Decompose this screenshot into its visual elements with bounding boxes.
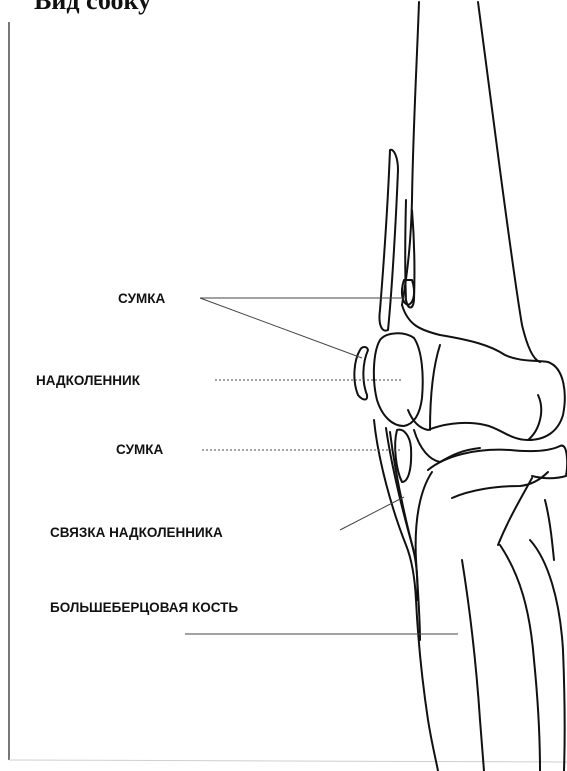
- tibia-inner-line-1: [462, 560, 484, 771]
- prepatellar-bursa-shape: [354, 347, 368, 400]
- fibula-outline: [530, 540, 565, 771]
- fibula-head-outline: [498, 478, 532, 545]
- femur-back-outline: [478, 2, 540, 362]
- fat-pad-outline: [414, 430, 480, 462]
- label-bursa-lower: СУМКА: [116, 443, 163, 457]
- fibula-inner-line: [545, 500, 554, 560]
- condyle-inner-line: [528, 395, 541, 440]
- leader-bursa-upper-to-prepatellar: [200, 298, 362, 358]
- quadriceps-tendon-outer: [379, 150, 398, 331]
- ghost-text-decoration: [358, 60, 361, 73]
- tibia-inner-line-2: [500, 545, 540, 771]
- label-patella: НАДКОЛЕННИК: [36, 374, 140, 388]
- label-tibia: БОЛЬШЕБЕРЦОВАЯ КОСТЬ: [50, 601, 238, 615]
- quadriceps-tendon-inner: [405, 200, 414, 308]
- bursa-lower-shape: [395, 430, 411, 482]
- label-bursa-upper: СУМКА: [118, 292, 165, 306]
- patella-outline: [374, 333, 423, 426]
- tibia-tubercle-outline: [416, 472, 432, 640]
- femur-trochlea-outline: [430, 345, 440, 430]
- label-patellar-ligament: СВЯЗКА НАДКОЛЕННИКА: [50, 526, 223, 540]
